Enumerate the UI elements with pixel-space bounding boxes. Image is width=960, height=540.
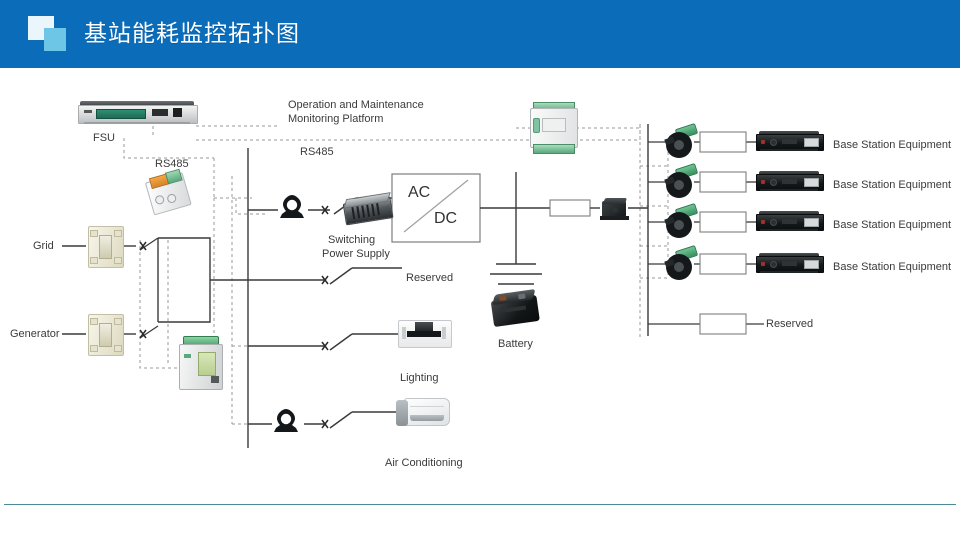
label-rs485-left: RS485	[155, 158, 189, 170]
header-bar: 基站能耗监控拓扑图	[0, 0, 960, 68]
label-base-station-1: Base Station Equipment	[833, 139, 952, 151]
power-lines	[62, 124, 649, 448]
base-station-ct-4	[664, 245, 699, 280]
label-rs485-center: RS485	[300, 146, 334, 158]
ct-clamp-symbols	[274, 195, 304, 432]
label-fsu: FSU	[93, 132, 115, 144]
topology-wiring	[62, 124, 764, 448]
label-ac: AC	[408, 184, 431, 201]
base-station-ct-1	[664, 123, 699, 158]
comm-lines-rs485	[123, 124, 669, 425]
base-station-equipment-1	[756, 131, 824, 152]
label-battery: Battery	[498, 338, 533, 350]
topology-diagram: FSU Operation and Maintenance Monitoring…	[0, 68, 960, 504]
breaker-x-markers	[139, 205, 329, 429]
base-station-equipment-4	[756, 253, 824, 274]
label-reserved-left: Reserved	[406, 272, 454, 284]
base-station-ct-2	[664, 163, 699, 198]
lighting-fixture	[398, 320, 452, 348]
label-reserved-right: Reserved	[766, 318, 814, 330]
dc-monitoring-module	[530, 102, 578, 154]
fsu-unit	[78, 101, 198, 125]
base-station-equipment-2	[756, 171, 824, 192]
label-lighting: Lighting	[400, 372, 439, 384]
hall-effect-sensor	[600, 198, 630, 222]
multifunction-meter	[178, 336, 223, 392]
base-station-ct-3	[664, 203, 699, 238]
logo-icon	[28, 16, 68, 52]
label-platform-line1: Operation and Maintenance	[288, 99, 424, 111]
label-grid: Grid	[33, 240, 54, 252]
battery-bank	[490, 288, 540, 329]
air-conditioner-unit	[396, 396, 450, 430]
label-switching-line1: Switching	[328, 234, 376, 246]
grid-current-transformer	[88, 226, 124, 268]
label-base-station-4: Base Station Equipment	[833, 261, 952, 273]
label-air-conditioning: Air Conditioning	[385, 457, 463, 469]
label-platform-line2: Monitoring Platform	[288, 113, 384, 125]
footer-divider	[4, 504, 956, 505]
label-generator: Generator	[10, 328, 60, 340]
logo-square-blue	[44, 28, 66, 51]
generator-current-transformer	[88, 314, 124, 356]
page-title: 基站能耗监控拓扑图	[84, 20, 300, 46]
label-base-station-2: Base Station Equipment	[833, 179, 952, 191]
label-base-station-3: Base Station Equipment	[833, 219, 952, 231]
label-switching-line2: Power Supply	[322, 248, 390, 260]
base-station-breakers	[699, 131, 747, 335]
base-station-equipment-3	[756, 211, 824, 232]
label-dc: DC	[434, 210, 458, 227]
